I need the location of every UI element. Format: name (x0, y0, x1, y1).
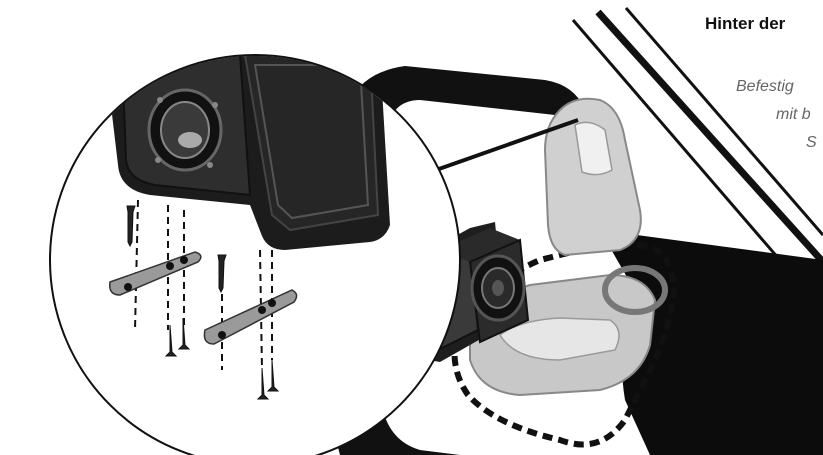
floor-outline (451, 240, 679, 448)
mounting-brackets (108, 251, 298, 345)
heading: Hinter der (705, 14, 786, 33)
screws (126, 205, 280, 400)
caption-line-1: Befestig (736, 78, 794, 95)
detail-circle (49, 54, 461, 455)
caption-line-3: S (806, 134, 817, 151)
caption-line-2: mit b (776, 106, 811, 123)
